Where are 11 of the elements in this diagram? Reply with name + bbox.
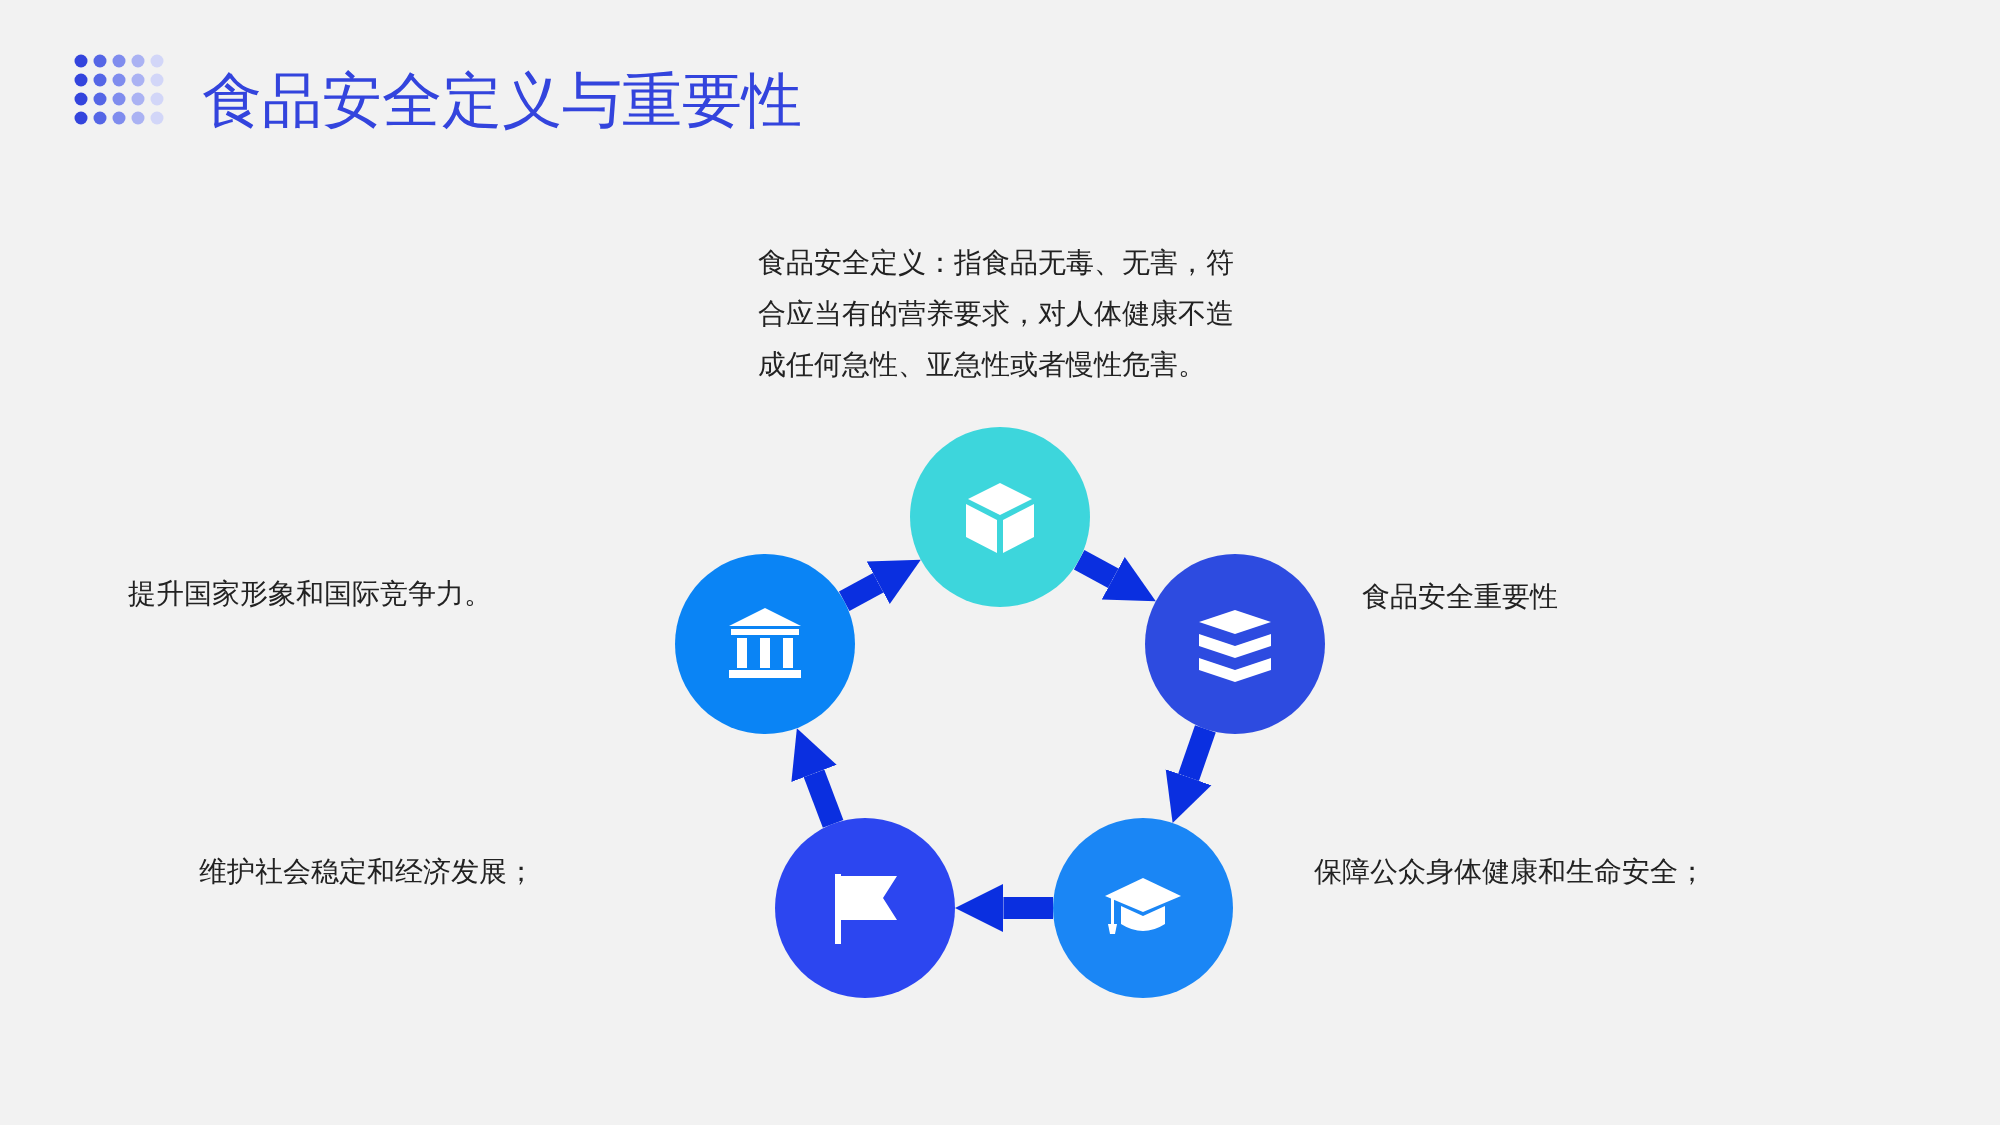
- arrow: [791, 728, 844, 828]
- arrow: [955, 883, 1053, 933]
- arrow: [838, 559, 921, 611]
- arrow: [1165, 725, 1216, 823]
- description-text: 维护社会稳定和经济发展；: [199, 854, 536, 890]
- description-text: 提升国家形象和国际竞争力。: [128, 576, 493, 612]
- description-text: 保障公众身体健康和生命安全；: [1314, 854, 1707, 890]
- description-text: 食品安全重要性: [1362, 579, 1559, 615]
- arrow: [1073, 550, 1156, 602]
- title: 食品安全定义与重要性: [202, 64, 802, 137]
- description-text: 食品安全定义：指食品无毒、无害，符合应当有的营养要求，对人体健康不造成任何急性、亚急性或者慢性危害。: [758, 245, 1235, 383]
